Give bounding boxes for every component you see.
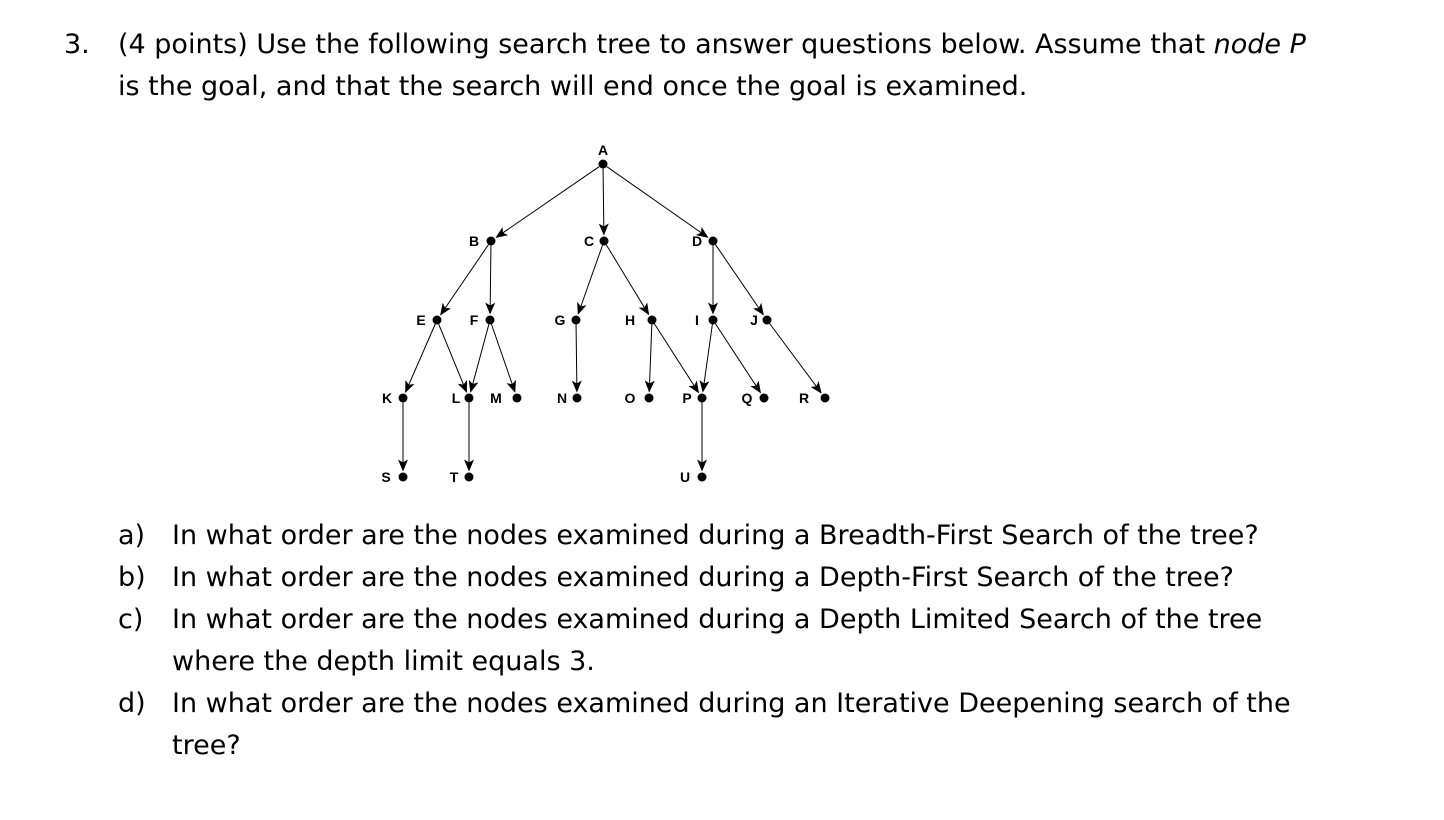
tree-node-label-l: L bbox=[452, 390, 461, 406]
subquestion-text: where the depth limit equals 3. bbox=[172, 646, 595, 677]
tree-node-t bbox=[464, 472, 474, 482]
tree-node-d bbox=[708, 236, 718, 246]
question-number: 3. bbox=[64, 29, 90, 60]
subquestion-text: In what order are the nodes examined dur… bbox=[172, 562, 1234, 593]
tree-node-label-a: A bbox=[598, 142, 608, 158]
tree-node-p bbox=[697, 393, 707, 403]
tree-node-label-c: C bbox=[584, 233, 594, 249]
subquestion-text: In what order are the nodes examined dur… bbox=[172, 520, 1259, 551]
tree-node-label-g: G bbox=[555, 312, 566, 328]
subquestion-letter: a) bbox=[118, 520, 146, 551]
tree-edge-f-l bbox=[468, 324, 490, 393]
tree-edge-f-m bbox=[490, 324, 517, 393]
tree-edge-h-o bbox=[644, 324, 655, 393]
tree-node-label-m: M bbox=[490, 390, 502, 406]
tree-edge-i-q bbox=[715, 323, 761, 394]
tree-edge-h-p bbox=[654, 323, 700, 394]
tree-node-label-f: F bbox=[470, 312, 479, 328]
tree-edge-i-p bbox=[699, 324, 713, 393]
subquestion-text: In what order are the nodes examined dur… bbox=[172, 604, 1263, 635]
tree-node-label-q: Q bbox=[742, 390, 753, 406]
tree-node-label-h: H bbox=[625, 312, 635, 328]
tree-node-label-e: E bbox=[416, 312, 425, 328]
tree-node-label-t: T bbox=[450, 469, 459, 485]
subquestion-letter: d) bbox=[118, 688, 146, 719]
tree-node-label-u: U bbox=[680, 469, 690, 485]
tree-node-b bbox=[486, 236, 496, 246]
tree-node-n bbox=[572, 393, 582, 403]
tree-node-k bbox=[398, 393, 408, 403]
question-text-line-1: (4 points) Use the following search tree… bbox=[118, 24, 1306, 66]
tree-edge-e-l bbox=[438, 323, 467, 393]
tree-edge-c-h bbox=[605, 244, 650, 316]
tree-node-i bbox=[708, 315, 718, 325]
tree-node-label-b: B bbox=[469, 233, 479, 249]
subquestion-letter: b) bbox=[118, 562, 146, 593]
tree-node-e bbox=[432, 315, 442, 325]
subquestion-text: In what order are the nodes examined dur… bbox=[172, 688, 1291, 719]
tree-edge-b-e bbox=[440, 244, 489, 316]
tree-edge-e-k bbox=[405, 323, 436, 393]
tree-edge-d-j bbox=[715, 244, 764, 316]
tree-node-label-k: K bbox=[382, 390, 392, 406]
question-text-line-2: is the goal, and that the search will en… bbox=[118, 71, 1028, 102]
tree-node-s bbox=[398, 472, 408, 482]
tree-edge-b-f bbox=[485, 245, 496, 315]
tree-node-c bbox=[599, 236, 609, 246]
tree-node-r bbox=[820, 393, 830, 403]
tree-node-h bbox=[647, 315, 657, 325]
tree-edges bbox=[398, 166, 822, 472]
tree-node-label-j: J bbox=[750, 312, 758, 328]
tree-node-l bbox=[464, 393, 474, 403]
tree-edge-a-c bbox=[598, 168, 609, 236]
tree-node-m bbox=[512, 393, 522, 403]
question-text-prefix: (4 points) Use the following search tree… bbox=[118, 29, 1214, 60]
tree-edge-a-d bbox=[606, 166, 709, 238]
tree-node-f bbox=[485, 315, 495, 325]
tree-edge-a-b bbox=[495, 166, 600, 238]
tree-edge-c-g bbox=[577, 245, 603, 315]
tree-node-a bbox=[598, 159, 608, 169]
tree-node-label-o: O bbox=[625, 390, 636, 406]
tree-node-label-i: I bbox=[695, 312, 699, 328]
tree-node-g bbox=[571, 315, 581, 325]
tree-nodes: A B C D E F G H I J K L M N O P Q R S T U bbox=[381, 142, 830, 485]
tree-node-u bbox=[697, 472, 707, 482]
tree-node-j bbox=[762, 315, 772, 325]
tree-node-label-p: P bbox=[682, 390, 691, 406]
tree-node-label-r: R bbox=[799, 390, 809, 406]
subquestion-letter: c) bbox=[118, 604, 144, 635]
tree-node-label-d: D bbox=[692, 233, 702, 249]
tree-node-label-s: S bbox=[381, 469, 390, 485]
goal-node-name: node P bbox=[1213, 29, 1306, 60]
tree-edge-j-r bbox=[769, 323, 822, 394]
subquestion-text: tree? bbox=[172, 730, 241, 761]
tree-node-q bbox=[759, 393, 769, 403]
tree-edge-g-n bbox=[571, 324, 582, 393]
tree-node-o bbox=[644, 393, 654, 403]
tree-node-label-n: N bbox=[557, 390, 567, 406]
